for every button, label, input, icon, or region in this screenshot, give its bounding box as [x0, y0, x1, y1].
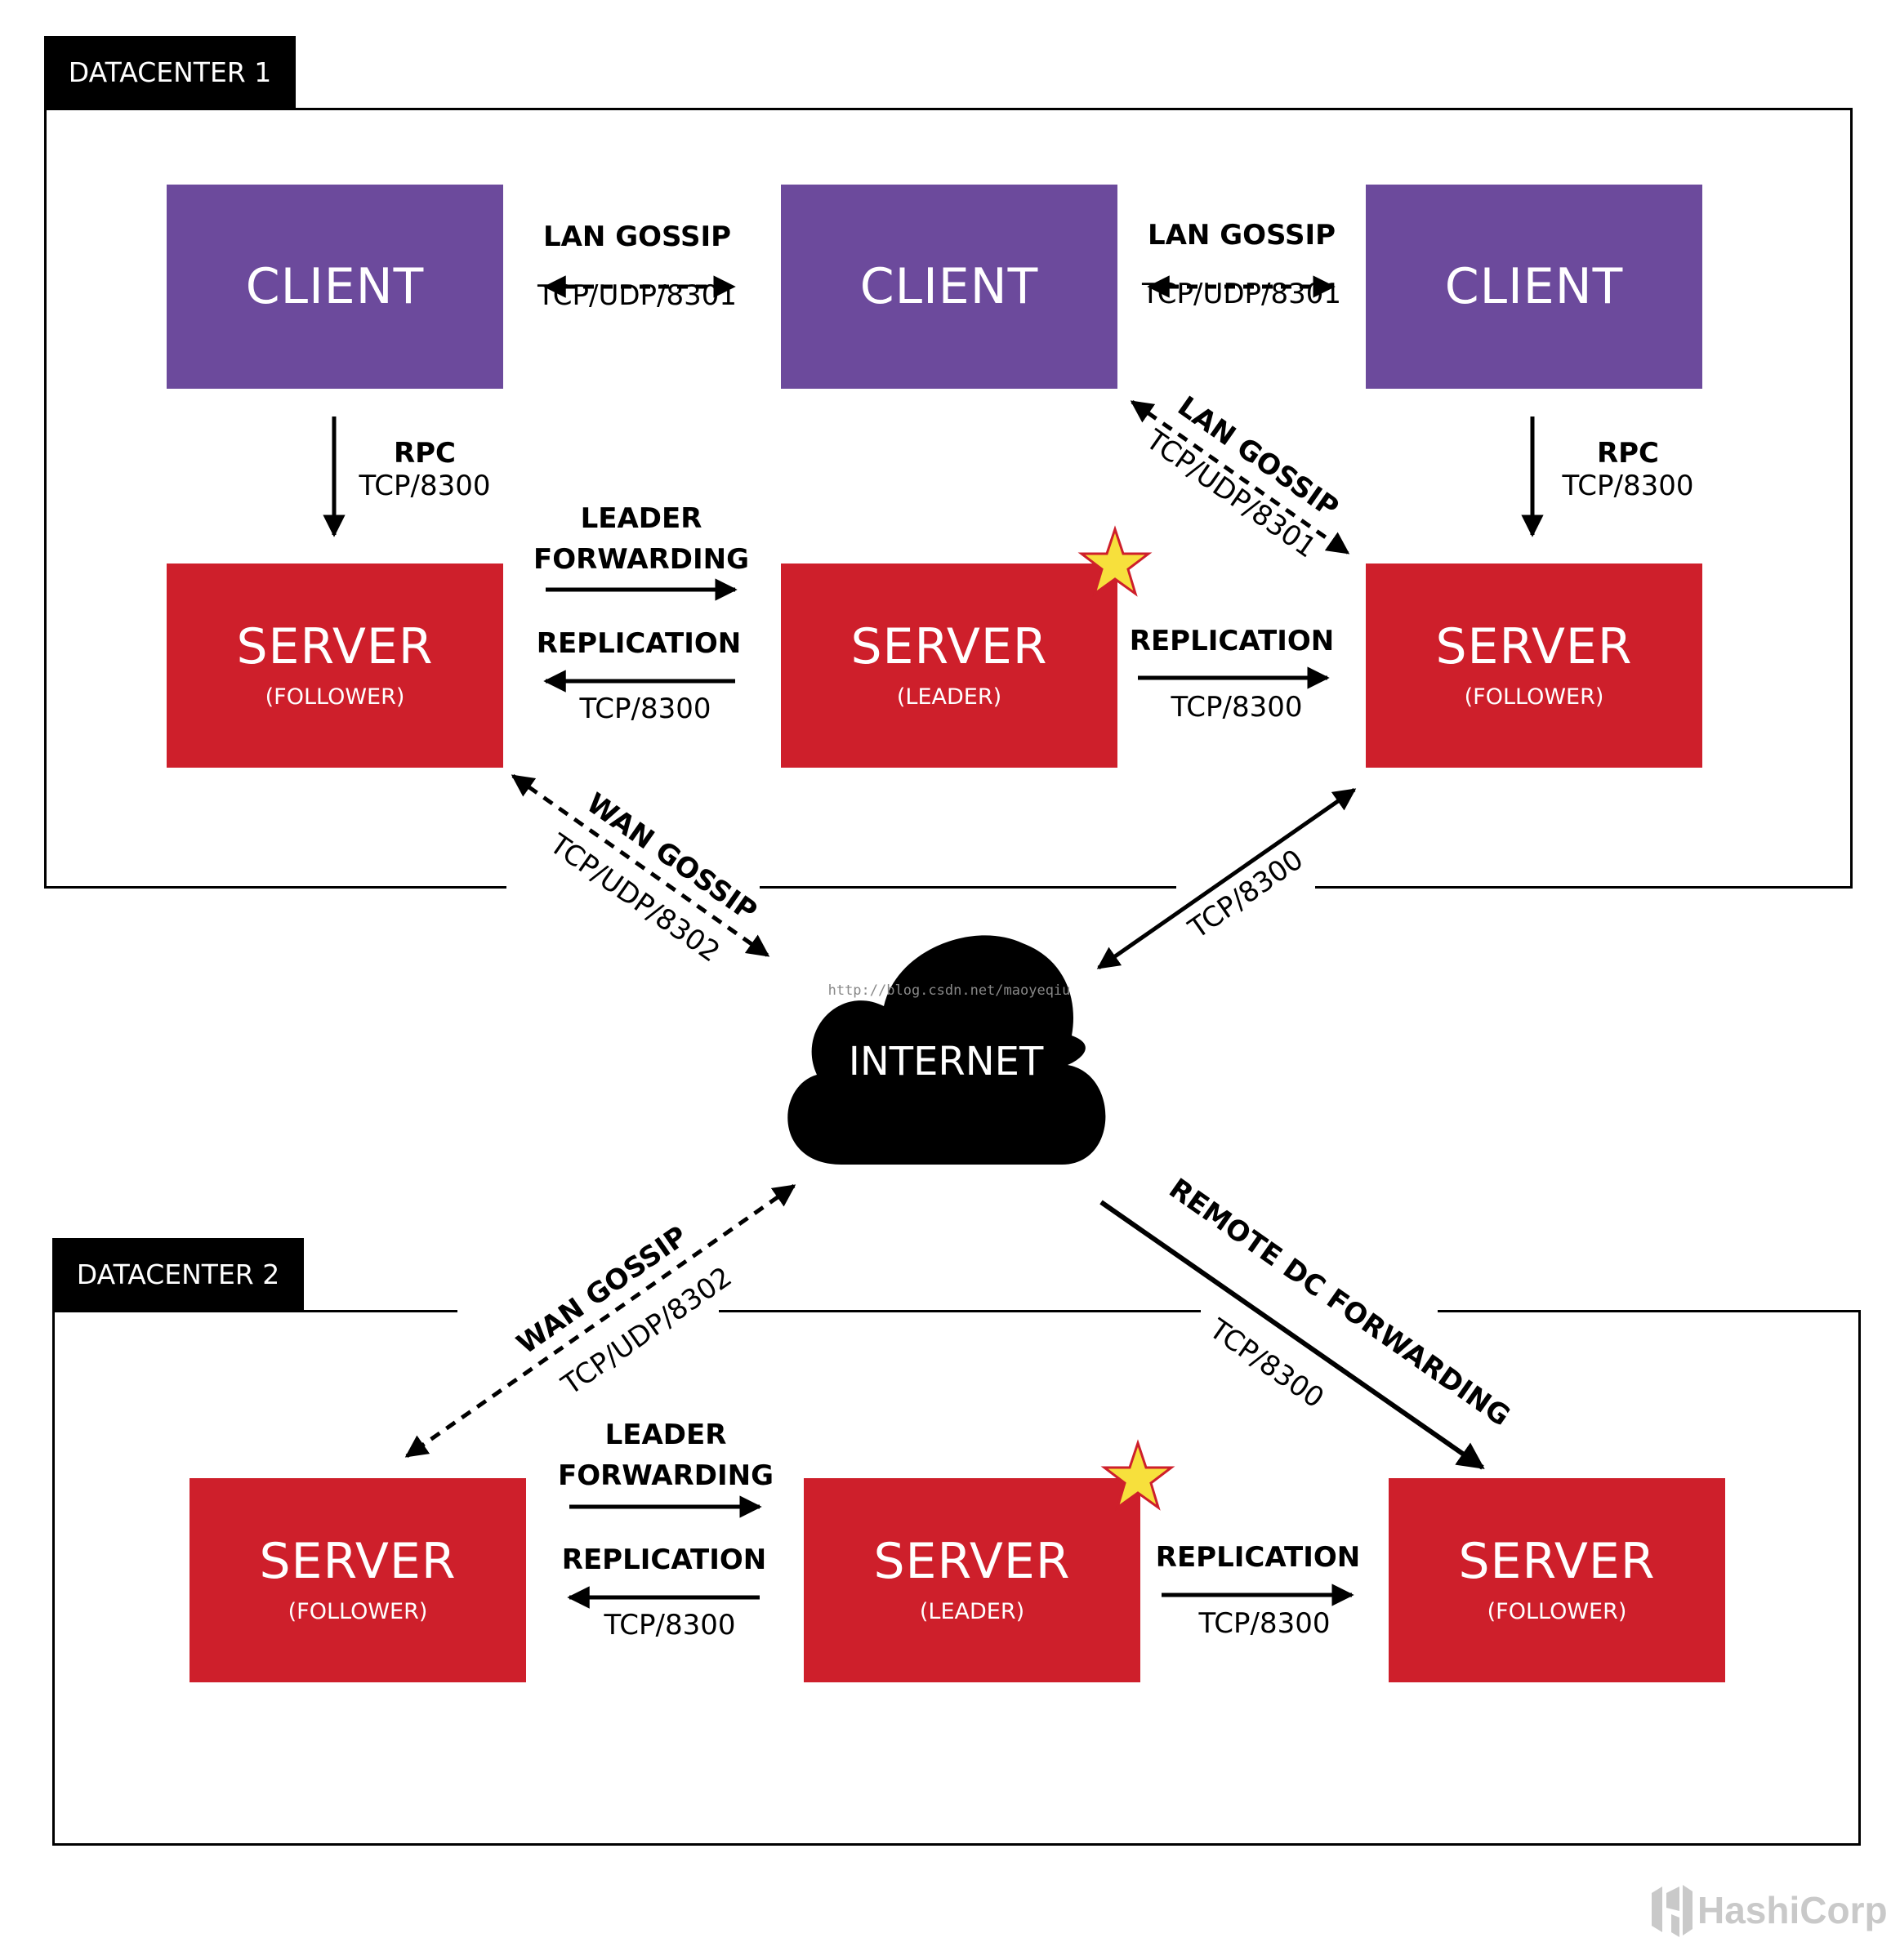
- node-label: SERVER: [873, 1532, 1071, 1590]
- dc1-lan-gossip-label-2: LAN GOSSIP TCP/UDP/8301: [1141, 219, 1342, 318]
- node-label: SERVER: [259, 1532, 457, 1590]
- dc2-leader-star-icon: [1100, 1439, 1175, 1511]
- node-label: CLIENT: [1444, 258, 1624, 315]
- watermark-url: http://blog.csdn.net/maoyeqiu: [827, 982, 1071, 999]
- hashicorp-logo-icon: [1652, 1885, 1693, 1937]
- dc1-lan-gossip-diagonal-arrow: [1130, 399, 1350, 555]
- datacenter-1-title: DATACENTER 1: [68, 56, 272, 88]
- node-role: (LEADER): [919, 1598, 1025, 1624]
- dc1-replication-right-title: REPLICATION: [1129, 625, 1335, 657]
- dc2-replication-right-title: REPLICATION: [1155, 1541, 1361, 1574]
- link-title: RPC: [393, 437, 457, 470]
- dc1-lan-gossip-label-1: LAN GOSSIP TCP/UDP/8301: [537, 220, 738, 318]
- node-role: (LEADER): [896, 684, 1002, 710]
- link-title-line1: LEADER: [604, 1419, 727, 1451]
- datacenter-1-frame: [44, 108, 1853, 889]
- dc2-server-leader[interactable]: SERVER (LEADER): [804, 1478, 1140, 1682]
- dc1-internet-tcp-arrow: [1096, 787, 1357, 970]
- internet-label: INTERNET: [848, 1039, 1044, 1085]
- datacenter-2-frame: [52, 1310, 1861, 1846]
- hashicorp-brand-name: HashiCorp: [1697, 1889, 1888, 1931]
- dc2-replication-right-port: TCP/8300: [1198, 1607, 1331, 1640]
- dc1-replication-left-port: TCP/8300: [579, 693, 711, 725]
- link-title-line2: FORWARDING: [533, 543, 750, 576]
- link-title: LAN GOSSIP: [1147, 219, 1336, 252]
- dc1-server-leader[interactable]: SERVER (LEADER): [781, 564, 1117, 768]
- link-title-line1: LEADER: [580, 502, 702, 535]
- dc1-replication-right-port: TCP/8300: [1171, 691, 1303, 724]
- dc1-leader-forwarding-label: LEADER FORWARDING: [533, 502, 749, 576]
- node-role: (FOLLOWER): [1464, 684, 1604, 710]
- dc1-wan-gossip-arrow: [511, 773, 770, 958]
- dc1-rpc-label-1: RPC TCP/8300: [359, 437, 490, 502]
- link-title: RPC: [1596, 437, 1660, 470]
- node-label: CLIENT: [245, 258, 425, 315]
- link-title: LAN GOSSIP: [542, 220, 732, 253]
- dc2-wan-gossip-arrow: [404, 1183, 796, 1459]
- dc1-rpc-label-2: RPC TCP/8300: [1562, 437, 1693, 502]
- node-label: CLIENT: [859, 258, 1039, 315]
- node-label: SERVER: [1458, 1532, 1656, 1590]
- link-port: TCP/8300: [359, 470, 491, 502]
- link-port: TCP/UDP/8301: [1141, 278, 1342, 310]
- dc2-replication-left-port: TCP/8300: [604, 1609, 736, 1642]
- dc1-server-follower-left[interactable]: SERVER (FOLLOWER): [167, 564, 503, 768]
- link-port: TCP/8300: [1562, 470, 1694, 502]
- link-title-line2: FORWARDING: [557, 1459, 774, 1492]
- dc1-leader-star-icon: [1077, 525, 1153, 597]
- node-role: (FOLLOWER): [265, 684, 405, 710]
- dc2-replication-left-title: REPLICATION: [561, 1544, 767, 1576]
- dc2-server-follower-right[interactable]: SERVER (FOLLOWER): [1389, 1478, 1725, 1682]
- dc1-client-center[interactable]: CLIENT: [781, 185, 1117, 389]
- datacenter-2-tab: DATACENTER 2: [52, 1238, 304, 1310]
- dc2-server-follower-left[interactable]: SERVER (FOLLOWER): [190, 1478, 526, 1682]
- node-label: SERVER: [236, 617, 434, 675]
- node-role: (FOLLOWER): [288, 1598, 428, 1624]
- datacenter-2-title: DATACENTER 2: [76, 1258, 280, 1290]
- dc1-client-right[interactable]: CLIENT: [1366, 185, 1702, 389]
- remote-dc-forwarding-arrow: [1099, 1200, 1485, 1470]
- internet-cloud-icon: [787, 935, 1106, 1165]
- dc1-server-follower-right[interactable]: SERVER (FOLLOWER): [1366, 564, 1702, 768]
- dc1-client-left[interactable]: CLIENT: [167, 185, 503, 389]
- node-role: (FOLLOWER): [1487, 1598, 1627, 1624]
- dc1-replication-left-title: REPLICATION: [536, 627, 742, 660]
- node-label: SERVER: [1435, 617, 1633, 675]
- dc2-leader-forwarding-label: LEADER FORWARDING: [558, 1419, 774, 1492]
- node-label: SERVER: [850, 617, 1048, 675]
- link-port: TCP/UDP/8301: [537, 279, 738, 312]
- datacenter-1-tab: DATACENTER 1: [44, 36, 296, 108]
